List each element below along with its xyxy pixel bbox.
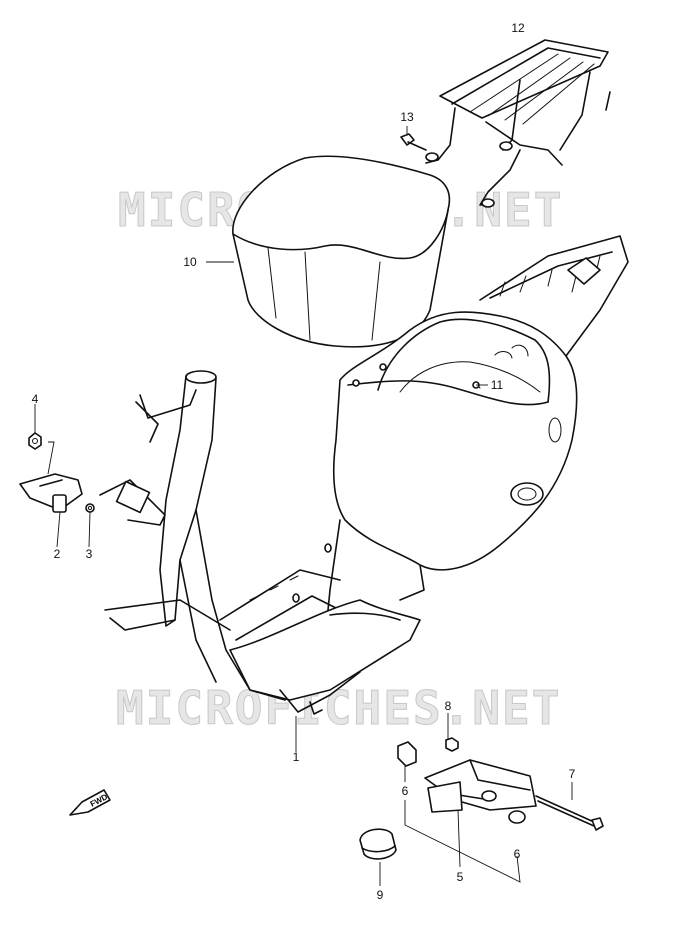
bolt-13 — [400, 126, 427, 151]
watermark-bottom: MICROFICHES.NET — [115, 681, 562, 735]
callout-10: 10 — [183, 255, 197, 269]
callout-9: 9 — [376, 888, 384, 902]
frame-point-11 — [472, 381, 488, 389]
callout-6-right: 6 — [513, 847, 521, 861]
callout-12: 12 — [511, 21, 525, 35]
callout-13: 13 — [400, 110, 414, 124]
callout-8: 8 — [444, 699, 452, 713]
engine-mount-group — [397, 713, 604, 883]
storage-box — [206, 155, 451, 348]
forward-arrow-icon: FWD — [69, 789, 111, 816]
callout-4: 4 — [31, 392, 39, 406]
bracket-group-2-3-4 — [19, 404, 95, 548]
callout-1: 1 — [292, 750, 300, 764]
rubber-damper — [359, 828, 397, 886]
callout-6-left: 6 — [401, 784, 409, 798]
callout-5: 5 — [456, 870, 464, 884]
callout-11: 11 — [490, 378, 504, 392]
callout-3: 3 — [85, 547, 93, 561]
main-frame — [99, 235, 629, 752]
rear-carrier-rack — [425, 39, 611, 208]
callout-7: 7 — [568, 767, 576, 781]
callout-2: 2 — [53, 547, 61, 561]
